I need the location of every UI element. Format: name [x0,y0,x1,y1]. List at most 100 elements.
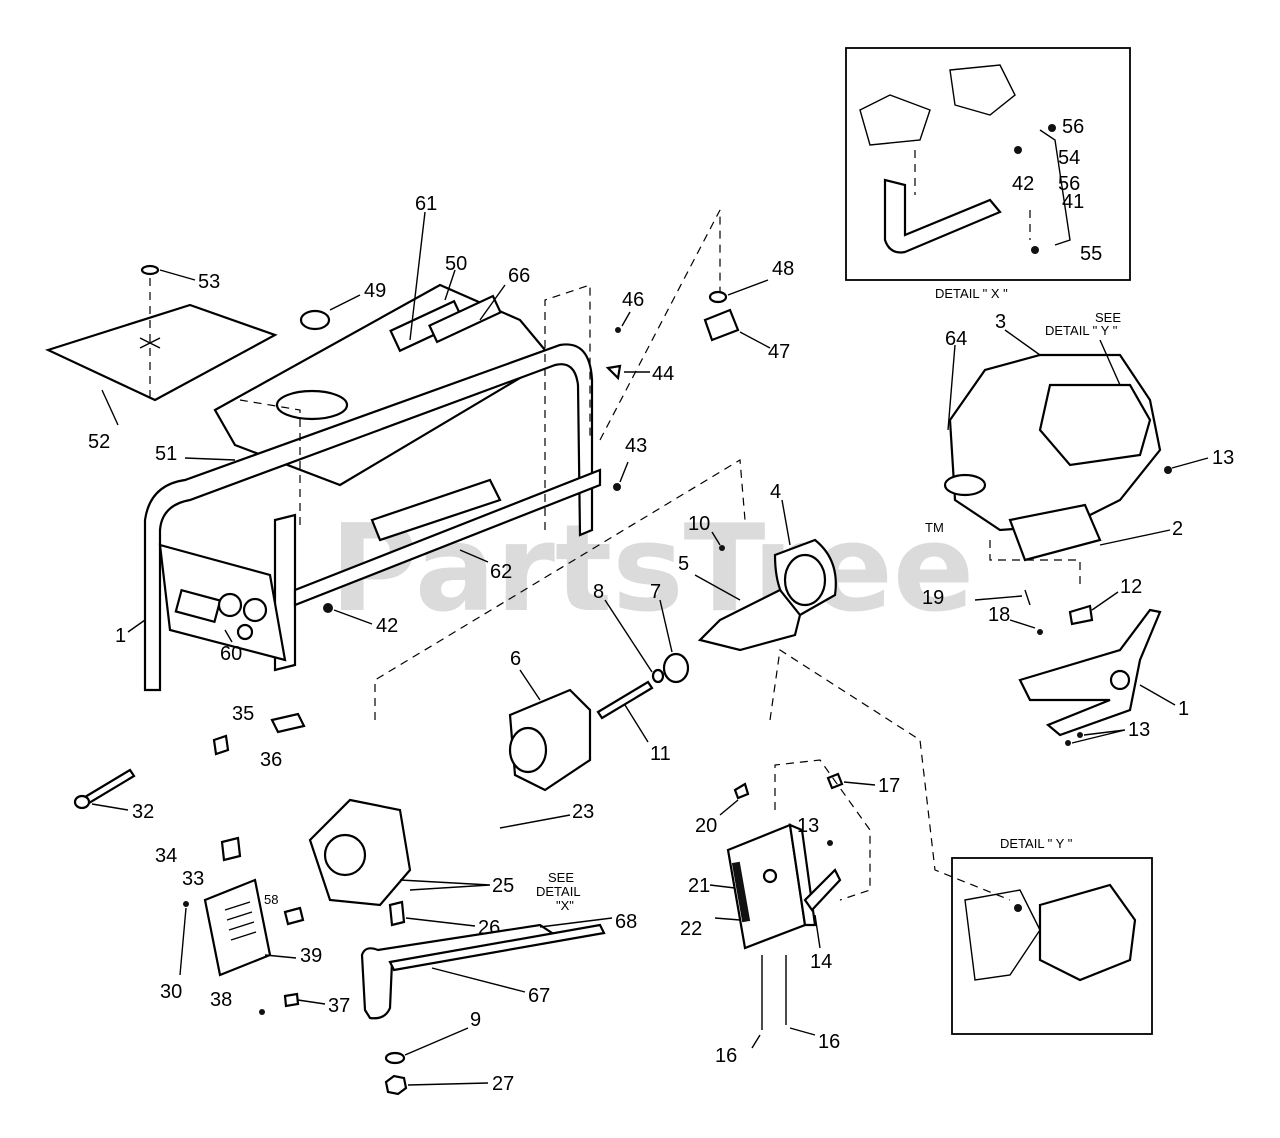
callout-16b: 16 [818,1031,840,1053]
pointer-26 [405,917,476,927]
bolt-42 [323,603,333,613]
callout-13c: 13 [797,815,819,837]
detail-y-carb-drawing [964,889,1041,981]
pointer-19 [974,595,1023,601]
pointer-52 [101,389,119,426]
bearing-7 [662,652,690,684]
callout-37: 37 [328,995,350,1017]
callout-36: 36 [260,749,282,771]
detail-y-airbox-drawing [1038,883,1137,982]
callout-46: 46 [622,289,644,311]
detail-x-handle-drawing [883,178,1002,254]
pointer-47 [739,331,771,349]
pointer-32 [91,803,129,811]
pointer-68 [539,917,613,928]
fuel-cap-49 [299,309,331,331]
panel-breaker [236,623,254,641]
callout-13b: 13 [1128,719,1150,741]
callout-50: 50 [445,253,467,275]
pointer-46 [621,311,631,327]
callout-1b: 1 [1178,698,1189,720]
isolator-26 [388,900,406,927]
callout-4: 4 [770,481,781,503]
assembly-leader-3 [599,209,721,441]
pointer-21 [709,884,736,889]
engine-crankshaft [943,473,987,497]
callout-11: 11 [650,743,671,765]
panel-receptacle-1 [217,592,243,618]
callout-10: 10 [688,513,710,535]
callout-2: 2 [1172,518,1183,540]
callout-66: 66 [508,265,530,287]
part-19-stud [1024,589,1031,606]
pointer-27 [407,1082,489,1086]
clip-35 [212,734,230,756]
callout-12: 12 [1120,576,1142,598]
callout-19: 19 [922,587,944,609]
callout-44: 44 [652,363,674,385]
control-box-leader [774,759,871,901]
detail-x-callout-56a: 56 [1062,116,1084,138]
see-detail-x-line1: SEE [548,870,574,885]
handle-rail-68 [388,923,606,972]
pointer-60 [224,629,233,643]
callout-18: 18 [988,604,1010,626]
callout-64: 64 [945,328,967,350]
callout-58: 58 [264,892,278,907]
pointer-48 [727,279,769,296]
cover-clip-53 [140,264,160,276]
rotor-5 [697,588,802,652]
callout-48: 48 [772,258,794,280]
pointer-17 [843,781,876,786]
bracket-62 [370,478,502,542]
pointer-61 [409,211,426,341]
callout-67: 67 [528,985,550,1007]
callout-9: 9 [470,1009,481,1031]
screw-38 [259,1009,265,1015]
frame-right-hole [1109,669,1131,691]
pointer-11 [624,704,649,743]
block-33 [220,836,242,862]
callout-21: 21 [688,875,710,897]
pointer-42 [333,609,373,625]
callout-14: 14 [810,951,832,973]
detail-y-border [951,857,1153,1035]
detail-x-callout-42: 42 [1012,173,1034,195]
clip-37 [283,992,300,1008]
see-detail-x-line2: DETAIL [536,884,581,899]
screw-10 [719,545,725,551]
pointer-see-detail-y [1099,339,1121,386]
callout-33: 33 [182,868,204,890]
callout-27: 27 [492,1073,514,1095]
pointer-3 [1004,329,1041,356]
frame-tube-left [143,343,594,692]
pointer-2 [1099,529,1171,546]
pointer-22 [714,917,741,921]
partstree-watermark: PartsTree [330,500,974,639]
screw-18 [1037,629,1043,635]
callout-52: 52 [88,431,110,453]
tank-label-66 [428,294,502,344]
frame-rail [293,468,602,607]
assembly-leader-4 [374,458,746,720]
nut-13b-1 [1065,740,1071,746]
detail-x-nut-55 [1031,246,1039,254]
pointer-8 [604,599,653,673]
detail-x-wire-drawing [1039,129,1071,246]
screw-13a [1164,466,1172,474]
carrier-bore [323,833,367,877]
callout-8: 8 [593,581,604,603]
fuel-tank-filler-neck [275,389,349,421]
pointer-18 [1009,619,1036,629]
detail-y-fastener [1014,904,1022,912]
pointer-16a [751,1034,761,1049]
see-detail-y-line2: DETAIL " Y " [1045,323,1118,338]
detail-x-bracket-drawing [949,64,1016,116]
screw-13c [827,840,833,846]
pointer-9 [404,1027,469,1056]
nut-43 [613,483,621,491]
engine-air-cleaner [1038,383,1152,467]
pointer-66 [479,284,506,321]
detail-x-washer [1014,146,1022,154]
